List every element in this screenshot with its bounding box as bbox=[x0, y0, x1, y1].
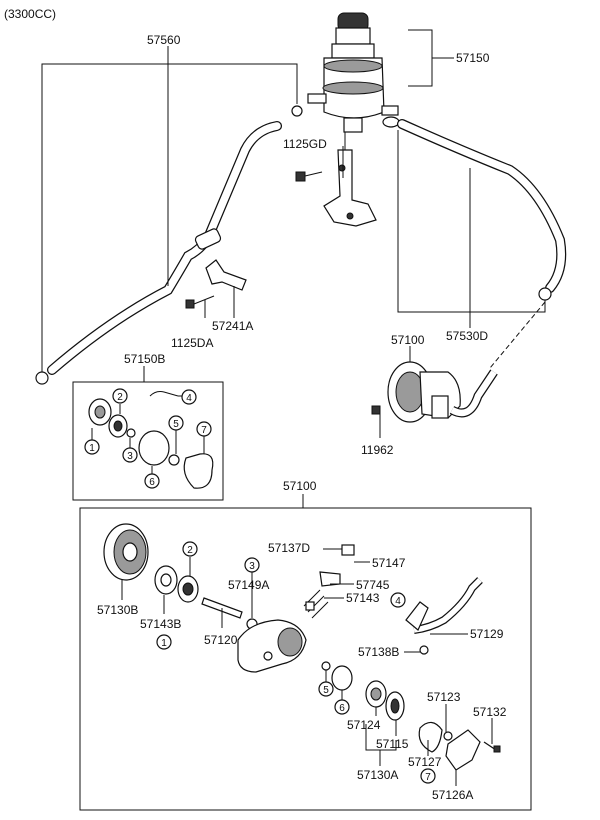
callout-1-pump: 1 bbox=[156, 634, 172, 650]
callout-3-pump: 3 bbox=[244, 557, 260, 573]
part-label-57100-box: 57100 bbox=[283, 479, 317, 493]
callout-7-kit: 7 bbox=[196, 421, 212, 437]
callout-5-kit: 5 bbox=[168, 415, 184, 431]
svg-text:6: 6 bbox=[149, 477, 155, 488]
svg-text:1: 1 bbox=[161, 638, 167, 649]
callout-5-pump: 5 bbox=[318, 681, 334, 697]
pump-pulley bbox=[103, 523, 149, 581]
callout-2-kit: 2 bbox=[112, 388, 128, 404]
svg-text:4: 4 bbox=[186, 393, 192, 404]
part-label-1125DA: 1125DA bbox=[171, 336, 213, 350]
part-label-1125GD: 1125GD bbox=[283, 137, 327, 151]
part-label-57126A: 57126A bbox=[432, 788, 473, 802]
part-label-57130A: 57130A bbox=[357, 768, 398, 782]
svg-text:3: 3 bbox=[127, 451, 133, 462]
svg-text:2: 2 bbox=[187, 545, 193, 556]
bolt-1125DA bbox=[185, 295, 215, 309]
leader-lines-lower bbox=[121, 548, 493, 786]
part-label-57123: 57123 bbox=[427, 690, 461, 704]
part-label-57147: 57147 bbox=[372, 556, 406, 570]
callout-2-pump: 2 bbox=[182, 541, 198, 557]
part-label-57124: 57124 bbox=[347, 718, 381, 732]
part-label-57143B: 57143B bbox=[140, 617, 181, 631]
part-label-57150B: 57150B bbox=[124, 352, 165, 366]
part-label-57560: 57560 bbox=[147, 33, 181, 47]
pump-outlet-pipe-57129 bbox=[405, 577, 483, 655]
gasket-kit-parts bbox=[88, 391, 214, 489]
part-label-57150: 57150 bbox=[456, 51, 490, 65]
svg-text:7: 7 bbox=[201, 425, 207, 436]
part-label-57127: 57127 bbox=[408, 755, 442, 769]
gasket-kit-box bbox=[72, 381, 224, 501]
svg-text:5: 5 bbox=[323, 685, 329, 696]
part-label-57745: 57745 bbox=[356, 578, 390, 592]
part-label-57120: 57120 bbox=[204, 633, 238, 647]
callout-6-kit: 6 bbox=[144, 473, 160, 489]
callout-3-kit: 3 bbox=[122, 447, 138, 463]
bolt-1125GD bbox=[295, 171, 323, 182]
hose-clip-57241A bbox=[205, 259, 247, 291]
pump-cam-ring bbox=[365, 680, 405, 721]
pump-body bbox=[237, 619, 307, 673]
pump-exploded-box bbox=[79, 507, 532, 811]
pump-seal-2 bbox=[177, 575, 199, 603]
part-label-57149A: 57149A bbox=[228, 578, 269, 592]
callout-6-pump: 6 bbox=[334, 699, 350, 715]
callout-1-kit: 1 bbox=[84, 439, 100, 455]
part-label-57115: 57115 bbox=[376, 737, 409, 751]
callout-7-pump: 7 bbox=[420, 768, 436, 784]
part-label-57530D: 57530D bbox=[446, 329, 488, 343]
pump-bearing-57143B bbox=[154, 565, 178, 595]
part-label-57100-top: 57100 bbox=[391, 333, 425, 347]
svg-text:7: 7 bbox=[425, 772, 431, 783]
callout-4-pump: 4 bbox=[390, 592, 406, 608]
reservoir-assembly bbox=[307, 12, 400, 133]
svg-text:4: 4 bbox=[395, 596, 401, 607]
pump-rear-cover bbox=[418, 721, 501, 771]
engine-variant-label: (3300CC) bbox=[4, 7, 56, 21]
part-label-57129: 57129 bbox=[470, 627, 504, 641]
svg-text:1: 1 bbox=[89, 443, 95, 454]
svg-text:5: 5 bbox=[173, 419, 179, 430]
pump-shaft-57120 bbox=[201, 597, 258, 630]
part-label-57138B: 57138B bbox=[358, 645, 399, 659]
svg-text:3: 3 bbox=[249, 561, 255, 572]
return-hose bbox=[35, 105, 303, 385]
part-label-57132: 57132 bbox=[473, 705, 507, 719]
callout-4-kit: 4 bbox=[181, 389, 197, 405]
part-label-57143: 57143 bbox=[346, 591, 380, 605]
suction-hose bbox=[397, 119, 567, 369]
part-label-11962: 11962 bbox=[361, 443, 394, 457]
pump-assembly-top bbox=[371, 361, 498, 423]
part-label-57137D: 57137D bbox=[268, 541, 310, 555]
part-label-57241A: 57241A bbox=[212, 319, 253, 333]
svg-text:6: 6 bbox=[339, 703, 345, 714]
leader-lines-upper bbox=[41, 29, 546, 438]
svg-text:2: 2 bbox=[117, 392, 123, 403]
pump-valve-parts bbox=[303, 544, 355, 691]
part-label-57130B: 57130B bbox=[97, 603, 138, 617]
reservoir-bracket bbox=[323, 132, 377, 227]
